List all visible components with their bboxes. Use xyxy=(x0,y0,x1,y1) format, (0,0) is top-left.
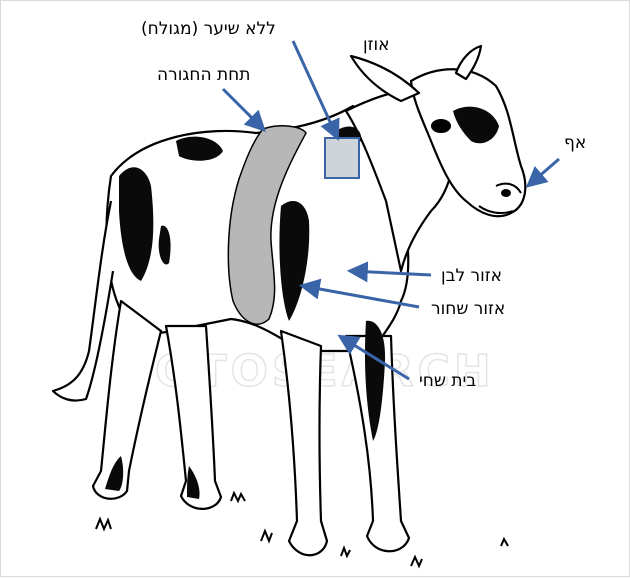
label-nose: אף xyxy=(564,133,586,153)
label-no-hair: ללא שיער (מגולח) xyxy=(141,19,276,39)
arrow-nose xyxy=(529,159,559,185)
arrow-under-belt xyxy=(223,89,263,129)
shaved-patch xyxy=(325,138,359,178)
label-white-area: אזור לבן xyxy=(441,266,502,286)
label-ear: אוזן xyxy=(363,35,390,55)
label-black-area: אזור שחור xyxy=(431,299,505,319)
label-armpit: בית שחי xyxy=(419,371,476,391)
label-under-belt: תחת החגורה xyxy=(157,65,250,85)
